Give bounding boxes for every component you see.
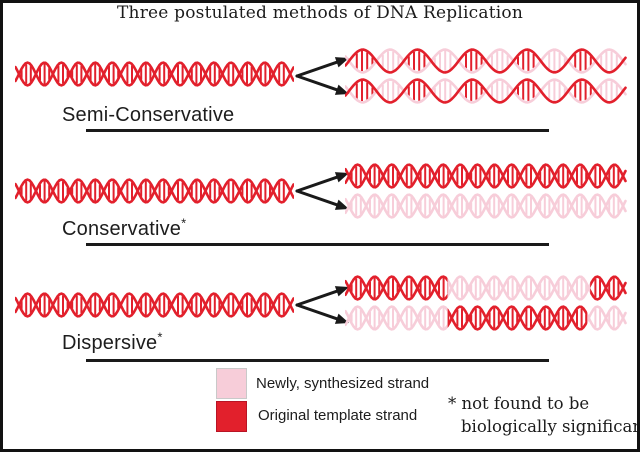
daughter-helix-2-dispersive bbox=[345, 305, 627, 331]
method-label-text: Semi-Conservative bbox=[62, 104, 235, 126]
method-label-dispersive: Dispersive* bbox=[62, 329, 163, 355]
daughter-helix-2-semi-conservative bbox=[344, 78, 627, 104]
footnote-line2: biologically significant bbox=[461, 417, 640, 436]
daughter-helix-1-conservative bbox=[344, 163, 627, 189]
split-arrow-icon bbox=[291, 52, 355, 100]
method-label-semi-conservative: Semi-Conservative bbox=[62, 104, 234, 127]
method-label-text: Conservative bbox=[62, 218, 182, 240]
method-asterisk: * bbox=[181, 215, 187, 231]
parent-helix-dispersive bbox=[14, 292, 295, 318]
diagram-title: Three postulated methods of DNA Replicat… bbox=[117, 3, 523, 23]
parent-helix-conservative bbox=[14, 178, 295, 204]
legend-swatch-original-strand bbox=[216, 401, 247, 432]
method-label-conservative: Conservative* bbox=[62, 215, 187, 241]
method-asterisk: * bbox=[157, 329, 163, 345]
method-underline bbox=[86, 129, 549, 132]
parent-helix-semi-conservative bbox=[14, 61, 295, 87]
method-label-text: Dispersive bbox=[62, 332, 158, 354]
daughter-helix-1-semi-conservative bbox=[344, 48, 627, 74]
daughter-helix-1-dispersive bbox=[345, 275, 627, 301]
legend-label-original-strand: Original template strand bbox=[258, 407, 418, 424]
footnote-marker: * bbox=[448, 394, 457, 413]
daughter-helix-2-conservative bbox=[344, 193, 627, 219]
legend-label-new-strand: Newly, synthesized strand bbox=[256, 375, 430, 392]
split-arrow-icon bbox=[291, 167, 355, 215]
method-underline bbox=[86, 359, 549, 362]
footnote: * not found to be biologically significa… bbox=[448, 392, 640, 438]
split-arrow-icon bbox=[291, 281, 355, 329]
footnote-text1: not found to be bbox=[461, 394, 590, 413]
method-underline bbox=[86, 243, 549, 246]
footnote-line1: * not found to be bbox=[448, 392, 637, 415]
legend-swatch-new-strand bbox=[216, 368, 247, 399]
